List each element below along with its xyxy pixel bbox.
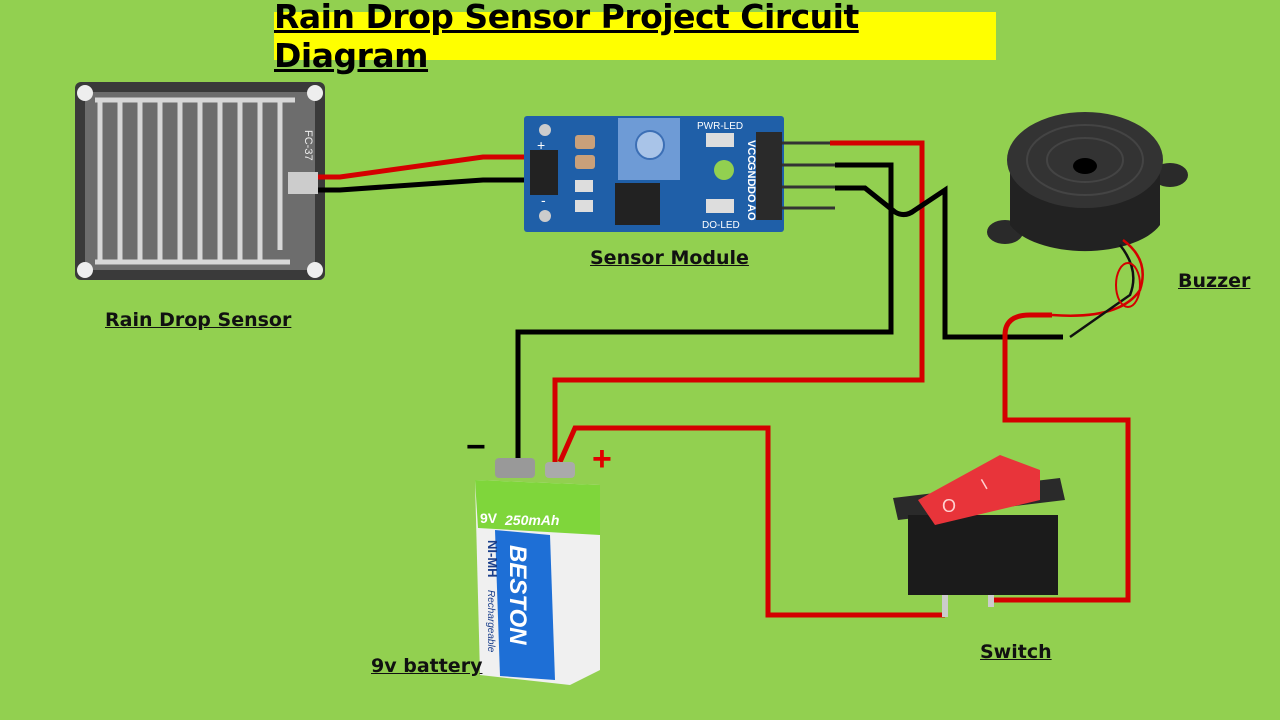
wire-sensor-negative xyxy=(318,177,530,193)
pwr-led-label: PWR-LED xyxy=(697,121,743,132)
wire-switch-buzzer xyxy=(993,312,1131,603)
battery-capacity: 250mAh xyxy=(504,512,559,528)
rain-sensor-model: FC-37 xyxy=(302,130,314,161)
pin-ao-label: AO xyxy=(745,204,757,221)
input-minus-label: - xyxy=(541,192,546,208)
switch-off-mark: O xyxy=(942,496,956,516)
wire-gnd xyxy=(515,162,894,458)
battery-type: Rechargeable xyxy=(485,590,496,653)
battery-plus-sign: + xyxy=(592,440,612,478)
wire-vcc xyxy=(552,140,925,462)
rocker-switch: O I xyxy=(893,455,1065,617)
battery-minus-sign: − xyxy=(466,428,486,466)
pin-do-label: DO xyxy=(745,186,757,203)
rain-drop-sensor: FC-37 xyxy=(75,82,325,280)
input-plus-label: + xyxy=(537,137,545,153)
battery-chemistry: NI-MH xyxy=(485,540,500,578)
buzzer-label: Buzzer xyxy=(1178,270,1251,292)
pin-vcc-label: VCC xyxy=(745,140,757,163)
battery-label: 9v battery xyxy=(371,655,483,677)
battery: 9V 250mAh NI-MH Rechargeable BESTON xyxy=(475,458,600,685)
buzzer xyxy=(987,112,1188,339)
battery-brand: BESTON xyxy=(504,545,531,645)
wire-battery-switch xyxy=(557,425,945,618)
wire-sensor-positive xyxy=(318,154,530,180)
wire-do xyxy=(835,185,1063,340)
battery-voltage: 9V xyxy=(480,510,498,526)
pin-gnd-label: GND xyxy=(745,162,757,187)
switch-label: Switch xyxy=(980,641,1052,663)
rain-sensor-label: Rain Drop Sensor xyxy=(105,309,292,331)
sensor-module: PWR-LED DO-LED + - VCC GND DO AO xyxy=(524,116,835,232)
sensor-module-label: Sensor Module xyxy=(590,247,749,269)
do-led-label: DO-LED xyxy=(702,220,740,231)
